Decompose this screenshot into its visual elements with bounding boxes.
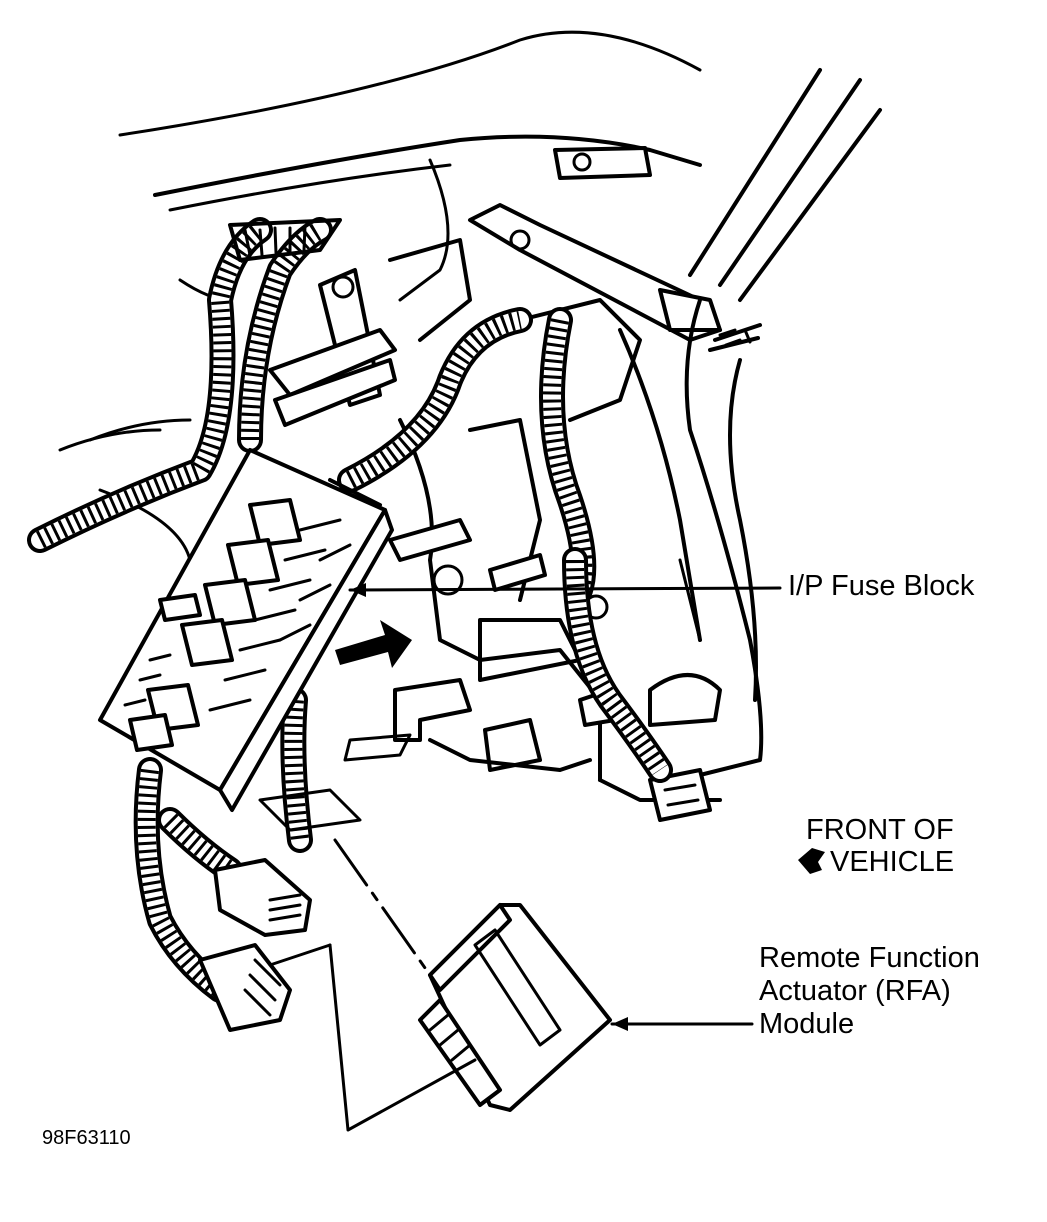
installation-guide-lines: [268, 838, 477, 1132]
rfa-module-label-line2: Actuator (RFA): [759, 975, 951, 1007]
front-of-vehicle-label-line2: VEHICLE: [830, 846, 955, 878]
rfa-module-label-line3: Module: [759, 1008, 855, 1040]
rfa-module-label-line1: Remote Function: [759, 942, 980, 974]
center-bracket: [268, 238, 722, 822]
leader-lines: [348, 583, 782, 1031]
fuse-block-label: I/P Fuse Block: [788, 570, 975, 602]
arrow-left-down-icon: [798, 848, 825, 874]
mounting-bracket-upper: [468, 146, 762, 352]
harness-connectors: [198, 733, 412, 1032]
dash-panel-outline: [58, 30, 702, 562]
fuse-block-illustration: [98, 448, 394, 812]
front-of-vehicle-label-line1: FRONT OF: [806, 814, 954, 846]
rfa-module-illustration: [418, 903, 612, 1112]
install-direction-arrow: [335, 620, 412, 668]
figure-id-label: 98F63110: [42, 1127, 131, 1149]
wiring-harness: [27, 217, 673, 1003]
pillar-structure: [618, 68, 882, 777]
